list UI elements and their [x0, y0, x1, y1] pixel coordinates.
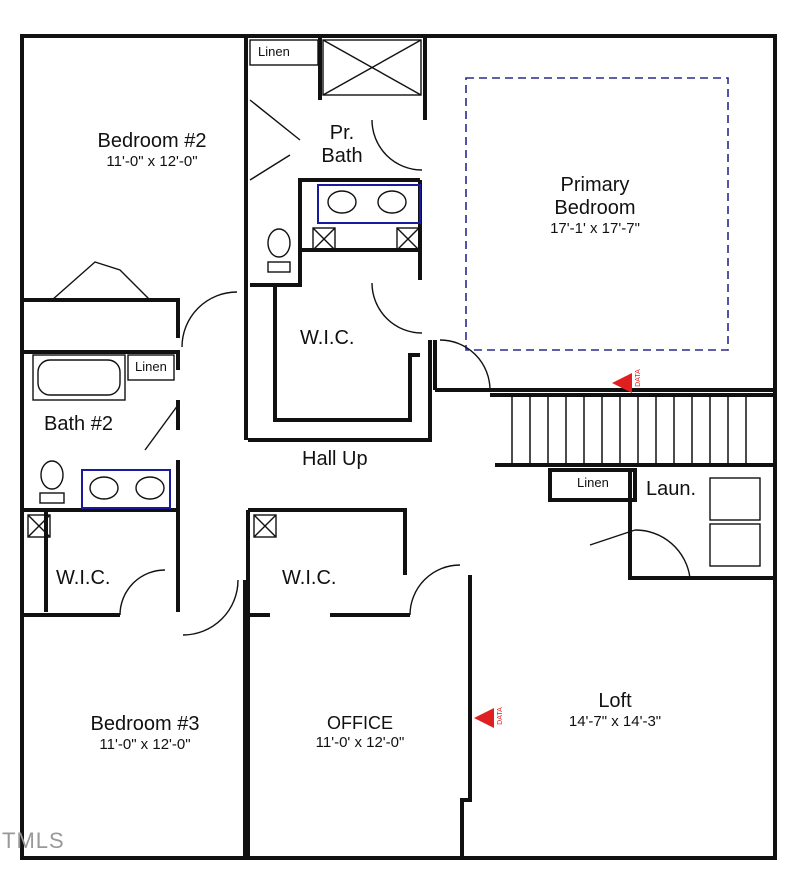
wall-wic-mid — [248, 508, 407, 575]
room-pr-bath: Pr. Bath — [321, 122, 363, 167]
fixtures — [27, 39, 761, 567]
door-swings — [51, 99, 691, 636]
room-bedroom3: Bedroom #3 11'-0" x 12'-0" — [90, 713, 200, 753]
data-markers — [474, 373, 632, 728]
room-bedroom2: Bedroom #2 11'-0" x 12'-0" — [62, 130, 242, 170]
wall-laundry — [628, 470, 775, 580]
wall-office-east — [460, 575, 472, 858]
wall-bed2-south — [22, 298, 180, 338]
data-marker-label-1: DATA — [634, 369, 642, 387]
marker-office — [474, 708, 494, 728]
wall-wic-primary — [248, 340, 432, 442]
room-bath2: Bath #2 — [44, 413, 113, 435]
data-marker-label-2: DATA — [496, 707, 504, 725]
walls — [20, 34, 777, 860]
room-wic-primary: W.I.C. — [300, 327, 355, 349]
stairs — [511, 397, 747, 463]
room-hall-up: Hall Up — [302, 448, 368, 470]
room-dims: 11'-0" x 12'-0" — [106, 153, 198, 170]
exterior-wall — [20, 34, 777, 860]
room-primary-bedroom: Primary Bedroom 17'-1' x 17'-7" — [550, 174, 640, 237]
room-name: Bedroom #2 — [97, 130, 207, 152]
watermark: TMLS — [2, 828, 65, 853]
room-wic-mid: W.I.C. — [282, 567, 337, 589]
room-laundry: Laun. — [646, 478, 697, 500]
linen-label-top: Linen — [258, 44, 290, 59]
room-wic-left: W.I.C. — [56, 567, 111, 589]
room-loft: Loft 14'-7" x 14'-3" — [568, 690, 662, 730]
stair-outline — [490, 393, 775, 467]
linen-label-bath: Linen — [135, 359, 167, 374]
tray-ceiling — [465, 77, 729, 351]
wall-wic-left — [44, 510, 180, 612]
wall-bath2-north — [22, 350, 180, 370]
marker-primary — [612, 373, 632, 393]
linen-label-hall: Linen — [577, 475, 609, 490]
room-office: OFFICE 11'-0' x 12'-0" — [315, 713, 405, 751]
